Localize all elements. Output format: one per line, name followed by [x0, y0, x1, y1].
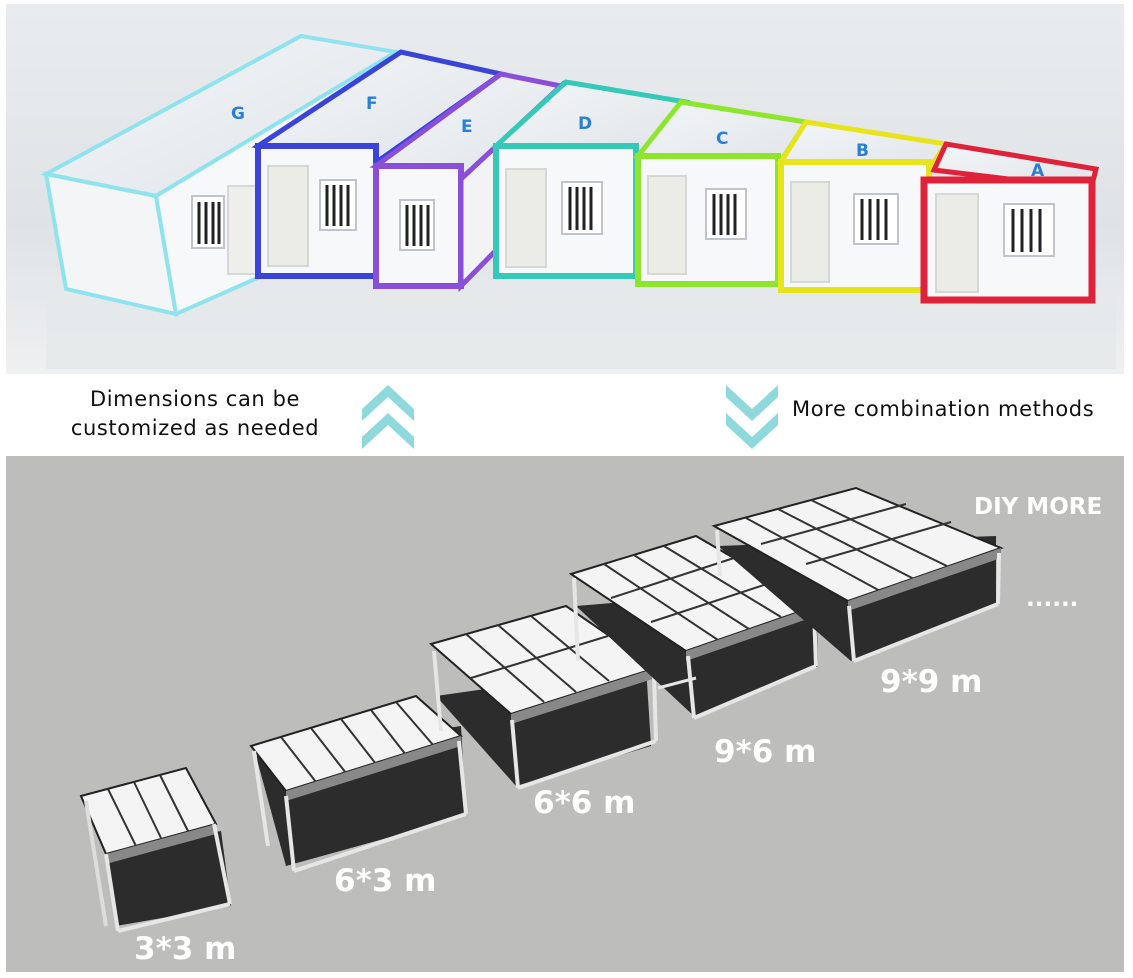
window-icon: [705, 188, 747, 240]
module-letter: B: [856, 141, 869, 161]
module-letter: F: [366, 94, 378, 114]
floor-reflection: [46, 294, 1116, 369]
frame-unit-9x6: [568, 534, 819, 720]
module-g: G: [40, 33, 404, 317]
unit-label-6x3: 6*3 m: [334, 863, 436, 899]
frame-unit-9x9: [711, 486, 1004, 663]
ellipsis-label: ......: [1026, 586, 1078, 612]
left-caption: Dimensions can be customized as needed: [45, 385, 345, 443]
unit-label-9x6: 9*6 m: [714, 734, 816, 770]
module-d: D: [490, 79, 691, 279]
unit-label-3x3: 3*3 m: [134, 931, 236, 967]
caption-band: Dimensions can be customized as needed M…: [0, 375, 1133, 455]
container-modules-svg: G F E: [6, 4, 1124, 374]
double-chevron-down-icon: [726, 385, 778, 449]
left-caption-line1: Dimensions can be: [89, 387, 301, 411]
unit-label-9x9: 9*9 m: [880, 664, 982, 700]
right-caption: More combination methods: [792, 397, 1095, 421]
frame-sizes-illustration: DIY MORE ...... 3*3 m 6*3 m 6*6 m 9*6 m …: [6, 456, 1124, 972]
module-a: A: [920, 141, 1100, 304]
frame-unit-6x6: [428, 604, 659, 790]
module-c: C: [633, 99, 811, 287]
double-chevron-up-icon: [362, 385, 414, 449]
door-icon: [505, 168, 547, 268]
module-b: B: [776, 119, 951, 293]
frame-sizes-svg: DIY MORE ...... 3*3 m 6*3 m 6*6 m 9*6 m …: [6, 456, 1124, 972]
unit-label-6x6: 6*6 m: [533, 785, 635, 821]
diy-more-label: DIY MORE: [974, 494, 1102, 520]
door-icon: [790, 181, 830, 283]
door-icon: [647, 175, 687, 275]
module-letter: A: [1031, 161, 1045, 181]
frame-unit-6x3: [249, 694, 468, 873]
left-caption-line2: customized as needed: [70, 416, 320, 440]
door-icon: [267, 165, 309, 267]
module-letter: D: [578, 114, 592, 134]
window-icon: [319, 179, 357, 231]
door-icon: [935, 193, 979, 293]
container-modules-illustration: G F E: [6, 4, 1124, 374]
window-icon: [561, 181, 603, 235]
frame-unit-3x3: [79, 766, 232, 933]
module-letter: E: [461, 117, 473, 137]
module-letter: G: [231, 104, 245, 124]
module-letter: C: [716, 129, 728, 149]
